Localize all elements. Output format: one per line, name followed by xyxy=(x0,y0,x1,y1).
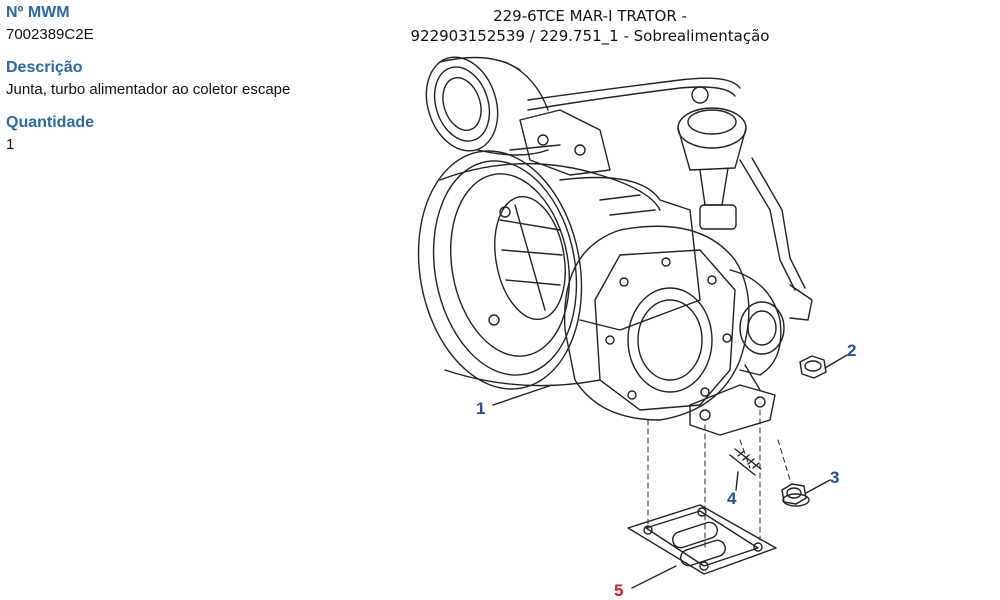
part-3-flange-nut xyxy=(781,483,810,507)
part-5-gasket xyxy=(627,504,777,575)
part-info-panel: Nº MWM 7002389C2E Descrição Junta, turbo… xyxy=(6,2,306,167)
diagram-title-line2: 922903152539 / 229.751_1 - Sobrealimenta… xyxy=(410,27,770,45)
leader-line-2 xyxy=(824,354,848,369)
turbine-housing xyxy=(563,225,750,421)
description-value: Junta, turbo alimentador ao coletor esca… xyxy=(6,81,291,98)
exhaust-outlet-port xyxy=(729,269,785,376)
wastegate-hose xyxy=(527,77,741,111)
part-2-nut xyxy=(799,355,827,379)
part-4-stud xyxy=(729,448,762,476)
callout-2[interactable]: 2 xyxy=(847,341,856,360)
compressor-inlet xyxy=(425,56,549,156)
callout-leader-lines xyxy=(492,354,848,589)
mounting-bracket xyxy=(509,109,611,176)
quantity-value: 1 xyxy=(6,136,15,153)
diagram-title-line1: 229-6TCE MAR-I TRATOR - xyxy=(493,7,687,25)
part-number-label: Nº MWM xyxy=(6,4,70,21)
callout-1[interactable]: 1 xyxy=(476,399,485,418)
leader-line-4 xyxy=(735,471,739,491)
part-number-value: 7002389C2E xyxy=(6,26,94,43)
quantity-label: Quantidade xyxy=(6,114,95,131)
compressor-wheel xyxy=(494,195,566,321)
diagram-title: 229-6TCE MAR-I TRATOR - 922903152539 / 2… xyxy=(360,6,820,46)
callout-3[interactable]: 3 xyxy=(830,468,839,487)
compressor-housing xyxy=(417,150,661,390)
leader-line-1 xyxy=(492,384,553,406)
alignment-lines xyxy=(647,409,791,549)
description-label: Descrição xyxy=(6,59,83,76)
callout-4[interactable]: 4 xyxy=(727,489,737,508)
center-housing xyxy=(559,176,701,331)
wastegate-actuator xyxy=(677,86,813,321)
callout-5[interactable]: 5 xyxy=(614,581,623,600)
leader-line-3 xyxy=(805,479,831,494)
leader-line-5 xyxy=(631,565,677,589)
turbine-mounting-flange xyxy=(689,364,776,436)
